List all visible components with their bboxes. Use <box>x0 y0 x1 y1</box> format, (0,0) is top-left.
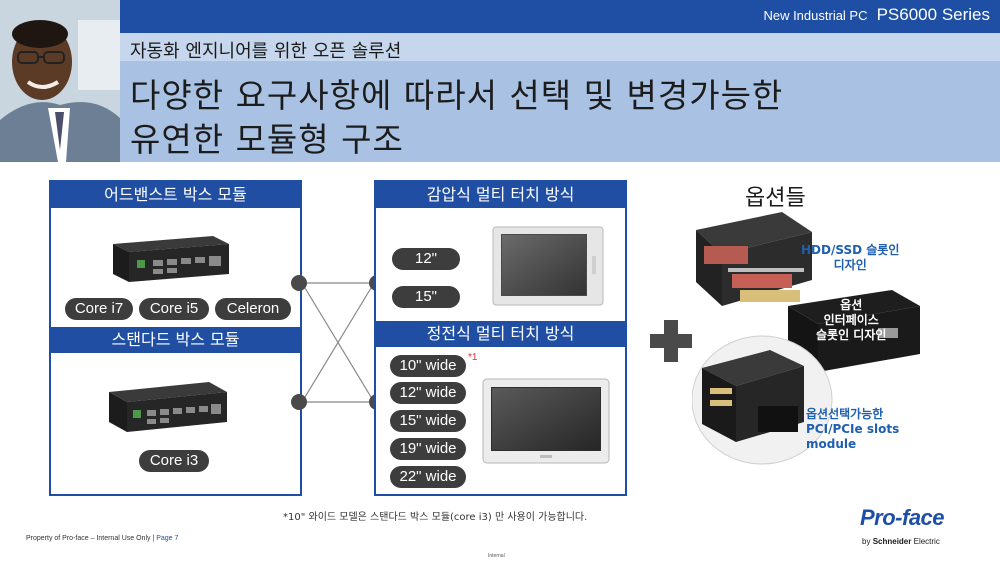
box-module-panel: 어드밴스트 박스 모듈 Core i7 Core i5 Celeron 스탠다드… <box>49 180 302 496</box>
size-19-wide: 19" wide <box>390 438 466 460</box>
touch-panel: 감압식 멀티 터치 방식 12" 15" 정전식 멀티 터치 방식 10" wi… <box>374 180 627 496</box>
engineer-photo-illustration <box>0 0 120 162</box>
cpu-core-i7: Core i7 <box>65 298 133 320</box>
size-10-wide: 10" wide <box>390 355 466 377</box>
size-15-inch: 15" <box>392 286 460 308</box>
footer-property: Property of Pro-face – Internal Use Only… <box>26 535 178 542</box>
hdd-option-label: HDD/SSD 슬롯인 디자인 <box>801 243 900 272</box>
options-illustration <box>692 212 920 465</box>
slide-header: New Industrial PC PS6000 Series 자동화 엔지니어… <box>0 0 1000 162</box>
advanced-box-heading: 어드밴스트 박스 모듈 <box>51 182 300 208</box>
resistive-touch-heading: 감압식 멀티 터치 방식 <box>376 182 625 208</box>
footnote-marker: *1 <box>468 352 478 363</box>
resistive-panel-image <box>492 226 604 306</box>
slide-subtitle: 자동화 엔지니어를 위한 오픈 솔루션 <box>130 41 402 62</box>
header-photo <box>0 0 120 162</box>
options-title: 옵션들 <box>745 186 806 211</box>
pci-slot-image <box>692 335 833 465</box>
series-prefix: New Industrial PC <box>763 8 868 23</box>
interface-slot-image <box>788 290 920 372</box>
top-bar: New Industrial PC PS6000 Series <box>120 0 1000 33</box>
plus-icon <box>650 320 692 362</box>
size-15-wide: 15" wide <box>390 410 466 432</box>
property-notice: Property of Pro-face – Internal Use Only… <box>26 535 155 542</box>
size-22-wide: 22" wide <box>390 466 466 488</box>
pci-option-label: 옵션선택가능한 PCI/PCIe slots module <box>806 407 900 451</box>
connector-node-bottom-left <box>291 394 307 410</box>
standard-box-heading: 스탠다드 박스 모듈 <box>51 327 300 353</box>
series-label: New Industrial PC PS6000 Series <box>763 5 990 25</box>
capacitive-touch-heading: 정전식 멀티 터치 방식 <box>376 321 625 347</box>
cpu-celeron: Celeron <box>215 298 291 320</box>
footnote: *10" 와이드 모델은 스탠다드 박스 모듈(core i3) 만 사용이 가… <box>283 512 588 523</box>
page-number: Page 7 <box>156 535 179 542</box>
footer-classification: Internal <box>488 553 505 559</box>
cpu-core-i5: Core i5 <box>139 298 209 320</box>
standard-box-image <box>109 382 227 432</box>
connector-node-top-left <box>291 275 307 291</box>
capacitive-panel-image <box>482 378 610 464</box>
cpu-core-i3: Core i3 <box>139 450 209 472</box>
hdd-slot-image <box>696 212 812 306</box>
proface-logo: Pro-face <box>860 505 945 530</box>
subtitle-band <box>120 33 1000 61</box>
series-name: PS6000 Series <box>876 5 990 24</box>
slide-title-line-1: 다양한 요구사항에 따라서 선택 및 변경가능한 <box>130 76 784 115</box>
size-12-inch: 12" <box>392 248 460 270</box>
advanced-box-image <box>113 236 229 282</box>
size-12-wide: 12" wide <box>390 382 466 404</box>
schneider-tagline: by Schneider Electric <box>862 537 940 546</box>
interface-option-label: 옵션 인터페이스 슬롯인 디자인 <box>816 298 887 342</box>
slide-title-line-2: 유연한 모듈형 구조 <box>130 120 404 159</box>
